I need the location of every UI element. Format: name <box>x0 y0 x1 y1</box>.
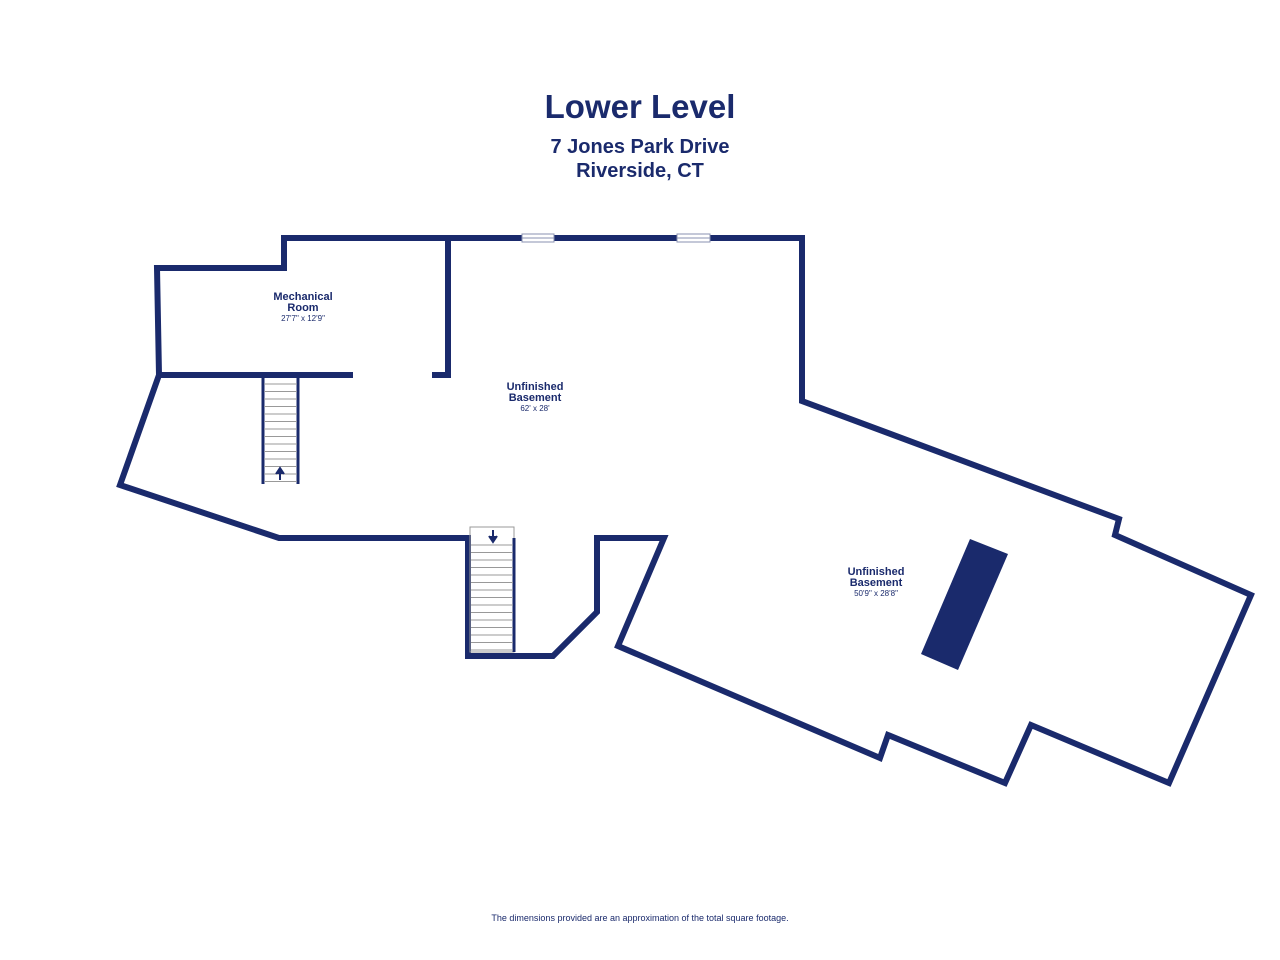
arrow-down-icon <box>488 530 498 544</box>
arrow-up-icon <box>275 466 285 480</box>
room-label-basement-1: Unfinished Basement 62' x 28' <box>506 381 564 414</box>
window <box>521 233 711 243</box>
room-label-mechanical: Mechanical Room 27'7" x 12'9" <box>273 291 333 324</box>
interior-wall-partition <box>432 240 451 378</box>
disclaimer: The dimensions provided are an approxima… <box>491 913 789 923</box>
stairs-down <box>469 526 516 653</box>
room-label-basement-2: Unfinished Basement 50'9" x 28'8" <box>847 566 905 599</box>
floor-title: Lower Level <box>544 88 736 125</box>
address-line-2: Riverside, CT <box>576 160 704 182</box>
column <box>921 539 1008 670</box>
exterior-wall <box>116 235 1255 787</box>
stairs-up <box>261 377 300 484</box>
address-line-1: 7 Jones Park Drive <box>550 136 730 158</box>
